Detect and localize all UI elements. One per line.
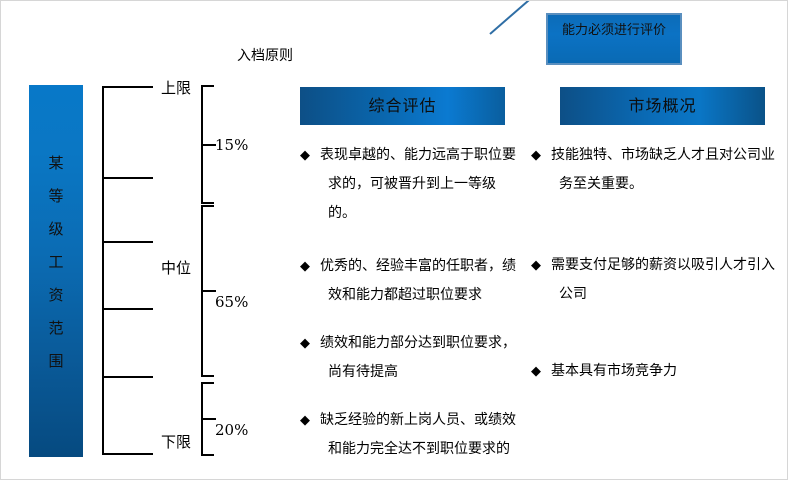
callout-connector-line [489,1,538,35]
header-market-overview: 市场概况 [560,87,765,125]
tick-label-lower-limit: 下限 [161,433,192,451]
list-item-text: 基本具有市场竞争力 [551,363,677,379]
tick-label-upper-limit: 上限 [161,79,192,97]
bullet-list-market-overview: ◆ 技能独特、市场缺乏人才且对公司业务至关重要。 ◆ 需要支付足够的薪资以吸引人… [531,141,779,386]
diamond-bullet-icon: ◆ [300,413,310,428]
salary-char-3: 工 [48,253,64,271]
list-gap [531,309,779,357]
ladder-rung-1 [102,86,153,88]
brace-nub [203,290,216,292]
header-comprehensive-assessment: 综合评估 [300,87,505,125]
callout-box: 能力必须进行评价 [546,13,682,65]
list-item-text: 绩效和能力部分达到职位要求，尚有待提高 [320,335,516,380]
salary-char-5: 范 [48,319,64,337]
ladder-rung-3 [102,241,153,243]
brace-segment-15 [201,85,216,204]
list-item: ◆ 基本具有市场竞争力 [531,357,779,386]
salary-char-4: 资 [48,286,64,304]
list-item: ◆ 缺乏经验的新上岗人员、或绩效和能力完全达不到职位要求的 [300,406,516,464]
list-item: ◆ 需要支付足够的薪资以吸引人才引入公司 [531,251,779,309]
ladder-spine [102,86,104,455]
salary-char-0: 某 [48,154,64,172]
diamond-bullet-icon: ◆ [531,258,541,273]
brace-nub [203,418,216,420]
ladder-rung-4 [102,308,153,310]
ladder-rung-6 [102,453,153,455]
salary-range-bar: 某 等 级 工 资 范 围 [29,85,83,457]
list-item-text: 优秀的、经验丰富的任职者，绩效和能力都超过职位要求 [320,258,516,303]
percent-label-20: 20% [215,421,249,439]
ladder-rung-5 [102,376,153,378]
diamond-bullet-icon: ◆ [300,148,310,163]
diamond-bullet-icon: ◆ [300,336,310,351]
bullet-list-comprehensive-assessment: ◆ 表现卓越的、能力远高于职位要求的，可被晋升到上一等级的。 ◆ 优秀的、经验丰… [300,141,516,464]
list-item-text: 需要支付足够的薪资以吸引人才引入公司 [551,257,775,302]
list-gap [300,228,516,252]
list-item: ◆ 技能独特、市场缺乏人才且对公司业务至关重要。 [531,141,779,199]
list-gap [531,199,779,251]
list-item: ◆ 优秀的、经验丰富的任职者，绩效和能力都超过职位要求 [300,252,516,310]
ladder-rung-2 [102,177,153,179]
list-item-text: 技能独特、市场缺乏人才且对公司业务至关重要。 [551,147,775,192]
list-item: ◆ 绩效和能力部分达到职位要求，尚有待提高 [300,329,516,387]
list-item-text: 缺乏经验的新上岗人员、或绩效和能力完全达不到职位要求的 [320,412,516,457]
brace-nub [203,143,216,146]
diamond-bullet-icon: ◆ [531,148,541,163]
brace-segment-65 [201,205,216,377]
list-gap [300,310,516,329]
salary-char-1: 等 [48,187,64,205]
percent-label-65: 65% [215,293,249,311]
grading-principle-label: 入档原则 [237,48,293,64]
brace-segment-20 [201,382,216,456]
salary-range-bar-label: 某 等 级 工 资 范 围 [29,147,83,378]
diamond-bullet-icon: ◆ [300,259,310,274]
salary-char-6: 围 [48,352,64,370]
list-item: ◆ 表现卓越的、能力远高于职位要求的，可被晋升到上一等级的。 [300,141,516,228]
diamond-bullet-icon: ◆ [531,364,541,379]
list-gap [300,387,516,406]
tick-label-median: 中位 [161,259,192,277]
list-item-text: 表现卓越的、能力远高于职位要求的，可被晋升到上一等级的。 [320,147,516,221]
percent-label-15: 15% [215,136,249,154]
salary-char-2: 级 [48,220,64,238]
